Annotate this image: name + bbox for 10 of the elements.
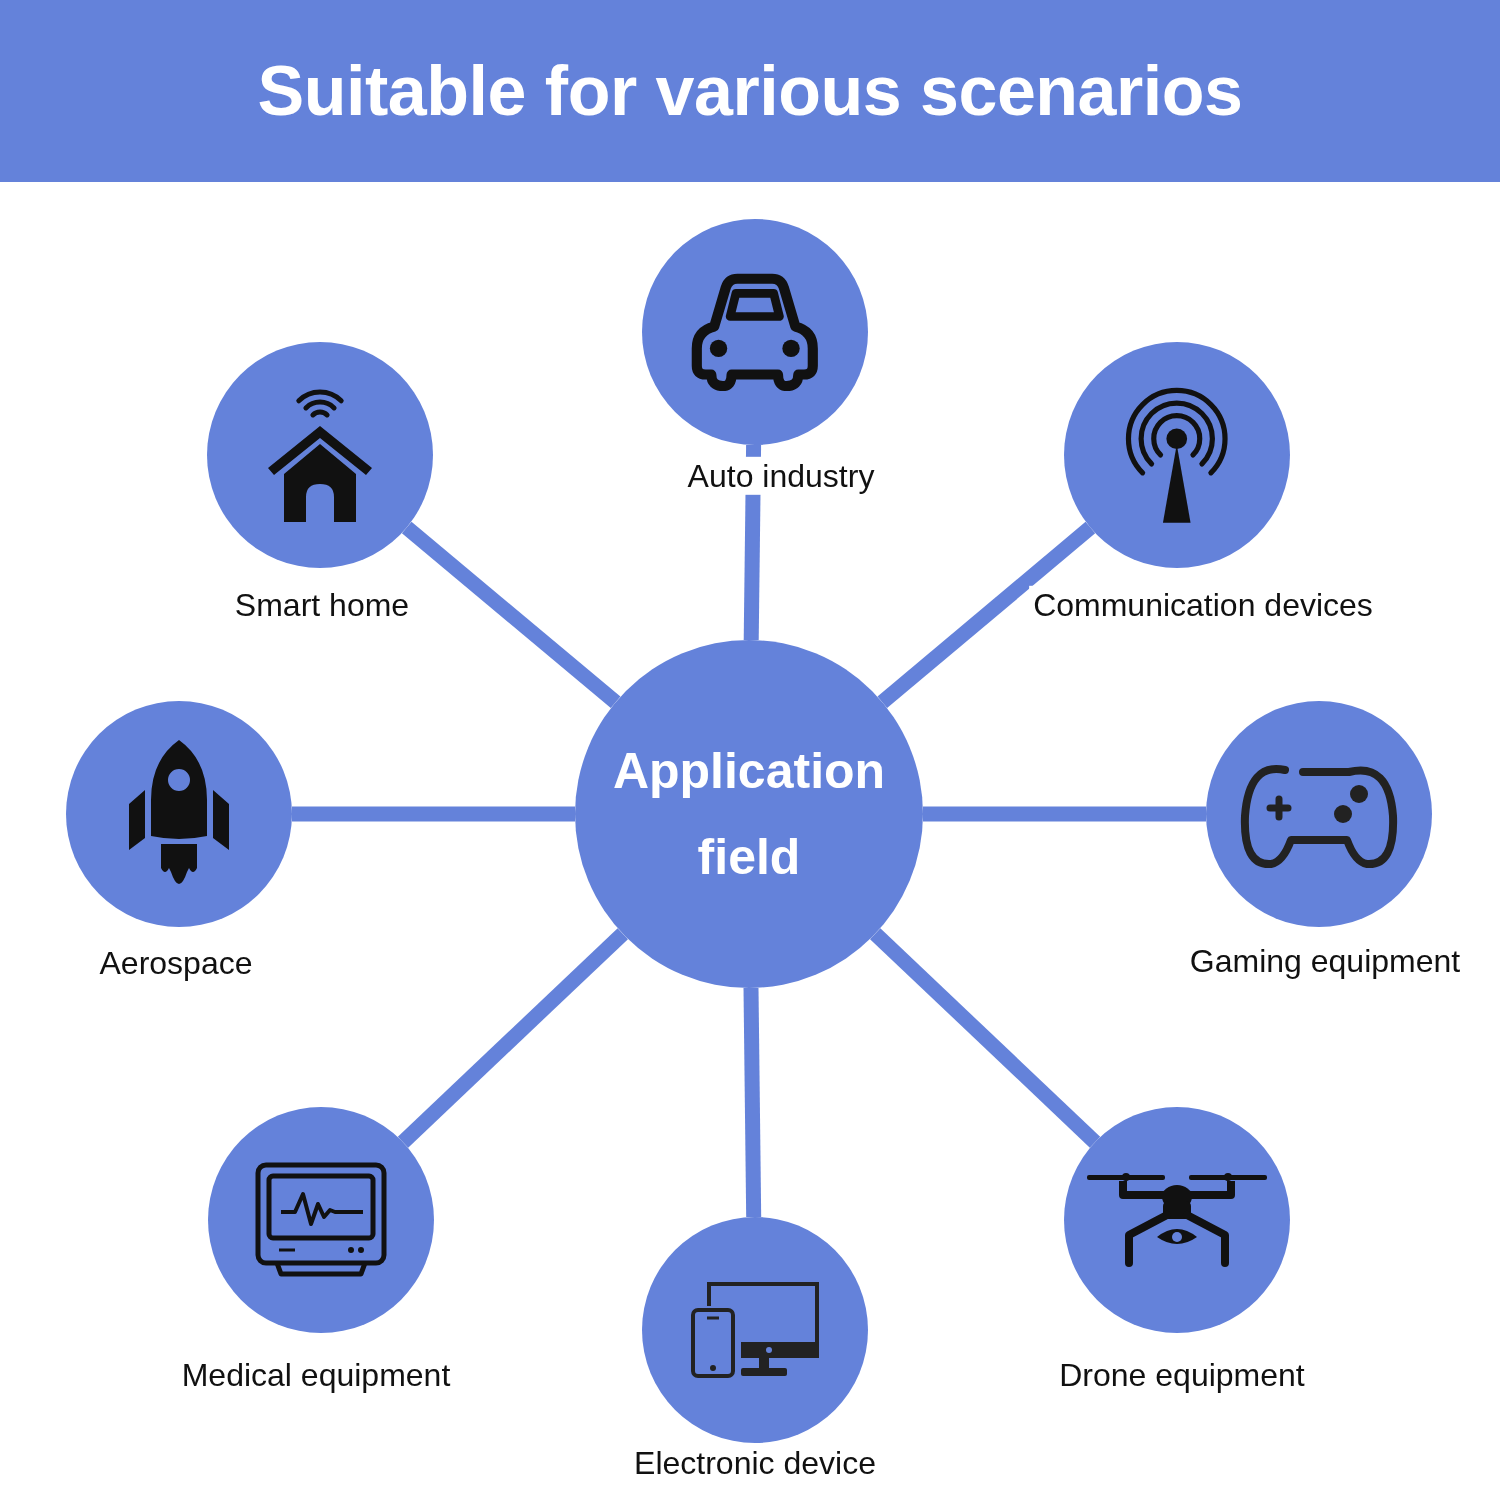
connector-line	[292, 806, 575, 822]
connector-line	[397, 928, 628, 1148]
title: Suitable for various scenarios	[257, 52, 1243, 130]
node-text: Application field	[611, 742, 887, 887]
connector-line	[743, 987, 762, 1218]
connector-line	[743, 444, 762, 641]
connector-line	[401, 521, 621, 709]
connector-line	[877, 521, 1096, 708]
connector-line	[923, 806, 1206, 822]
connector-line	[870, 928, 1101, 1148]
